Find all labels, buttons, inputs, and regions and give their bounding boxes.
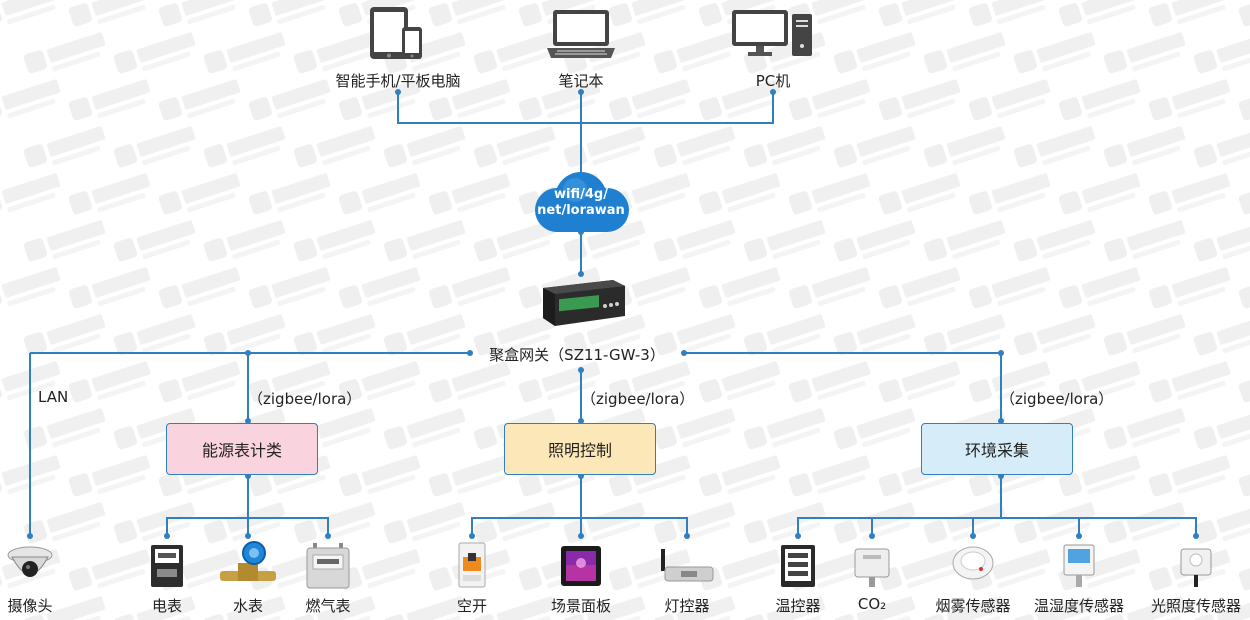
cloud-icon (535, 172, 629, 232)
energy-category-label: 能源表计类 (201, 441, 282, 460)
gateway-label: 聚盒网关（SZ11-GW-3） (489, 346, 665, 364)
camera-icon (7, 546, 53, 577)
pc-icon (732, 10, 812, 56)
cloud-label-line1: wifi/4g/ (554, 187, 608, 202)
temp-humidity-sensor-label: 温湿度传感器 (1033, 597, 1125, 615)
light-sensor-label: 光照度传感器 (1150, 597, 1242, 615)
client-bus-line (397, 92, 774, 124)
light-controller-icon (661, 549, 714, 582)
smoke-sensor-label: 烟雾传感器 (935, 597, 1011, 615)
energy-category-box: 能源表计类 (166, 423, 318, 475)
water-meter-icon (220, 541, 276, 581)
environment-bus-line (797, 517, 1197, 536)
electric-meter-icon (151, 545, 183, 587)
laptop-icon (547, 10, 615, 58)
camera-label: 摄像头 (7, 597, 53, 615)
temp-humidity-sensor-icon (1063, 544, 1095, 587)
pc-label: PC机 (755, 72, 791, 90)
laptop-label: 笔记本 (558, 72, 604, 90)
water-meter-label: 水表 (232, 597, 264, 615)
scene-panel-label: 场景面板 (550, 597, 612, 615)
electric-meter-label: 电表 (151, 597, 183, 615)
co2-sensor-icon (854, 548, 890, 587)
light-controller-label: 灯控器 (664, 597, 710, 615)
lighting-category-label: 照明控制 (547, 441, 612, 460)
zigbee-link-label-environment: （zigbee/lora） (1000, 390, 1114, 408)
breaker-label: 空开 (456, 597, 488, 615)
lighting-bus-line (471, 517, 688, 536)
thermostat-label: 温控器 (775, 597, 821, 615)
gas-meter-label: 燃气表 (305, 597, 351, 615)
thermostat-icon (781, 545, 815, 587)
light-sensor-icon (1180, 548, 1212, 587)
lan-link-label: LAN (38, 388, 69, 406)
lighting-category-box: 照明控制 (504, 423, 656, 475)
phone-tablet-icon (370, 7, 422, 59)
environment-category-box: 环境采集 (921, 423, 1073, 475)
gateway-device-icon (543, 280, 625, 326)
breaker-icon (458, 542, 486, 588)
zigbee-link-label-energy: （zigbee/lora） (248, 390, 362, 408)
phone-tablet-label: 智能手机/平板电脑 (335, 72, 461, 90)
energy-bus-line (166, 517, 329, 536)
scene-panel-icon (561, 546, 601, 586)
zigbee-link-label-lighting: （zigbee/lora） (581, 390, 695, 408)
co2-label: CO₂ (857, 595, 887, 613)
smoke-sensor-icon (952, 546, 994, 580)
gas-meter-icon (306, 543, 350, 589)
environment-category-label: 环境采集 (964, 441, 1029, 460)
cloud-label-line2: net/lorawan (537, 203, 625, 218)
